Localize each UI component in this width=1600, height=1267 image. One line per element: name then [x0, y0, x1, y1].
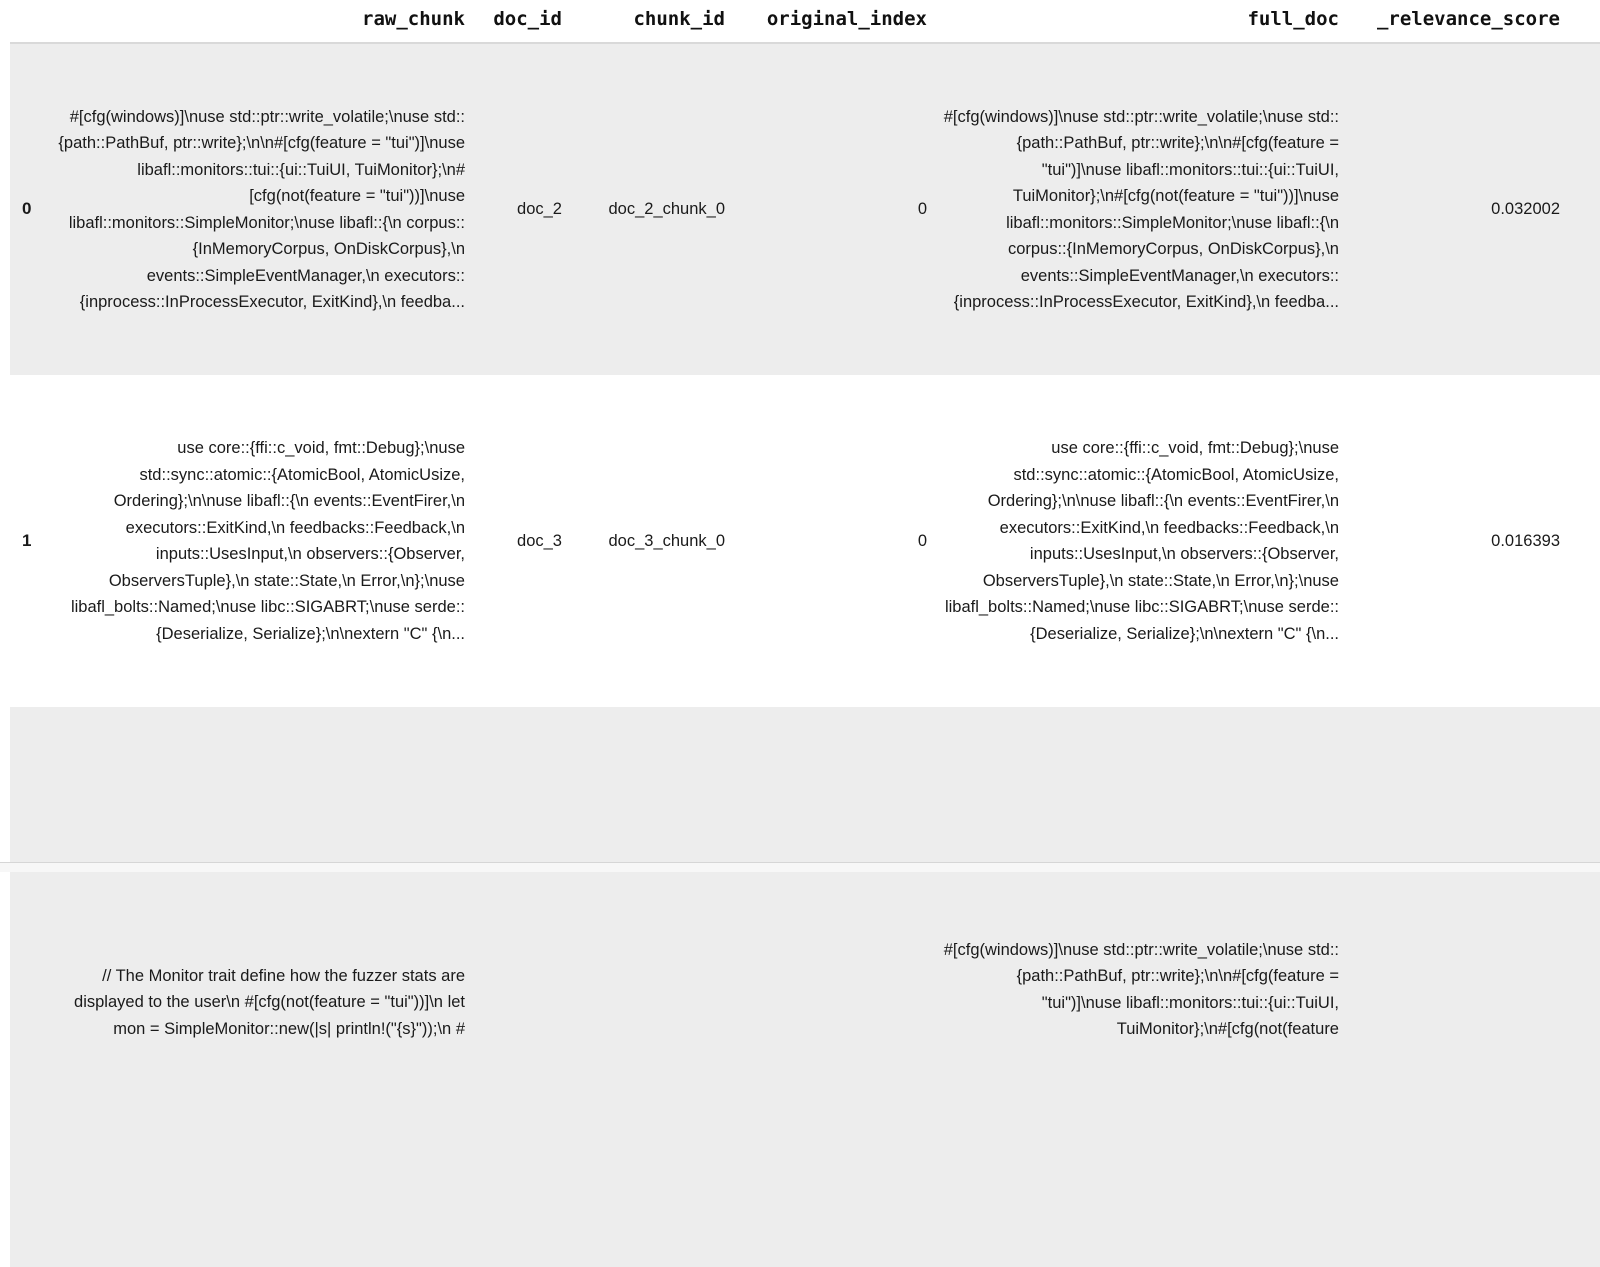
cell-doc-id: doc_2: [473, 43, 570, 375]
cell-full-doc: #[cfg(windows)]\nuse std::ptr::write_vol…: [935, 43, 1347, 375]
column-header-doc-id: doc_id: [473, 0, 570, 43]
cell-full-doc: #[cfg(windows)]\nuse std::ptr::write_vol…: [935, 707, 1347, 1267]
column-header-full-doc: full_doc: [935, 0, 1347, 43]
cell-chunk-id: doc_3_chunk_0: [570, 375, 733, 707]
header-row: raw_chunk doc_id chunk_id original_index…: [10, 0, 1600, 43]
column-header-chunk-id: chunk_id: [570, 0, 733, 43]
cell-doc-id: [473, 707, 570, 1267]
dataframe-output: raw_chunk doc_id chunk_id original_index…: [10, 0, 1600, 1267]
row-index: [10, 707, 40, 1267]
horizontal-scrollbar-track[interactable]: [0, 862, 1600, 872]
table-row: 1 use core::{ffi::c_void, fmt::Debug};\n…: [10, 375, 1600, 707]
cell-chunk-id: [570, 707, 733, 1267]
cell-raw-chunk: #[cfg(windows)]\nuse std::ptr::write_vol…: [40, 43, 473, 375]
row-index: 0: [10, 43, 40, 375]
dataframe-table: raw_chunk doc_id chunk_id original_index…: [10, 0, 1600, 1267]
cell-doc-id: doc_3: [473, 375, 570, 707]
cell-raw-chunk: // The Monitor trait define how the fuzz…: [40, 707, 473, 1267]
column-header-relevance-score: _relevance_score: [1347, 0, 1600, 43]
cell-original-index: [733, 707, 935, 1267]
cell-relevance-score: [1347, 707, 1600, 1267]
column-header-index: [10, 0, 40, 43]
table-body: 0 #[cfg(windows)]\nuse std::ptr::write_v…: [10, 43, 1600, 1267]
cell-original-index: 0: [733, 43, 935, 375]
table-row: 0 #[cfg(windows)]\nuse std::ptr::write_v…: [10, 43, 1600, 375]
cell-full-doc: use core::{ffi::c_void, fmt::Debug};\nus…: [935, 375, 1347, 707]
column-header-raw-chunk: raw_chunk: [40, 0, 473, 43]
cell-relevance-score: 0.032002: [1347, 43, 1600, 375]
cell-chunk-id: doc_2_chunk_0: [570, 43, 733, 375]
cell-original-index: 0: [733, 375, 935, 707]
cell-raw-chunk: use core::{ffi::c_void, fmt::Debug};\nus…: [40, 375, 473, 707]
table-header: raw_chunk doc_id chunk_id original_index…: [10, 0, 1600, 43]
row-index: 1: [10, 375, 40, 707]
column-header-original-index: original_index: [733, 0, 935, 43]
table-row: // The Monitor trait define how the fuzz…: [10, 707, 1600, 1267]
cell-relevance-score: 0.016393: [1347, 375, 1600, 707]
